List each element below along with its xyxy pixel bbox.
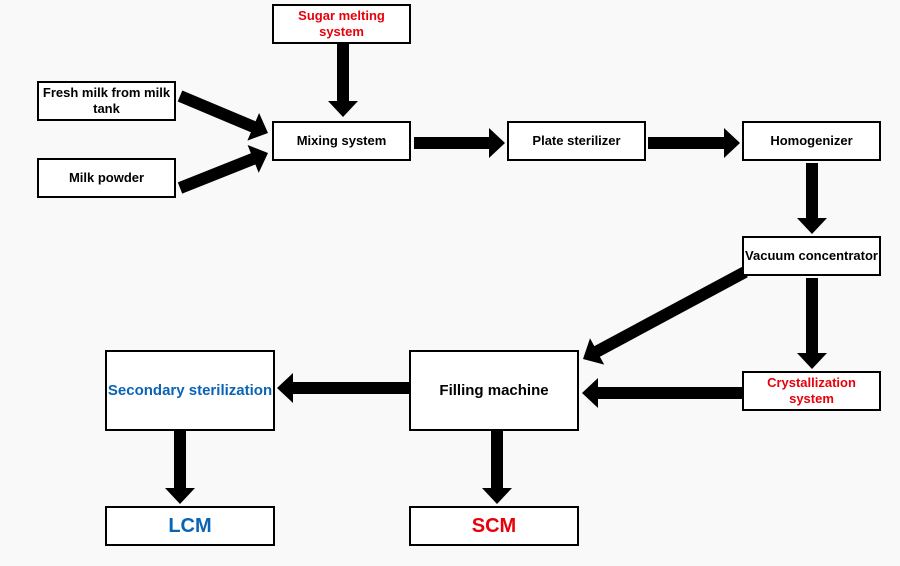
arrow-vacuum-to-filling — [583, 266, 748, 365]
node-lcm: LCM — [105, 506, 275, 546]
node-crystallization-system: Crystallization system — [742, 371, 881, 411]
node-homogenizer: Homogenizer — [742, 121, 881, 161]
arrow-plate-to-homogenizer — [648, 128, 740, 158]
node-filling-machine: Filling machine — [409, 350, 579, 431]
node-milk-powder: Milk powder — [37, 158, 176, 198]
arrow-filling-to-scm — [482, 431, 512, 504]
arrow-milk-powder-to-mixing — [177, 145, 268, 194]
arrow-fresh-milk-to-mixing — [177, 90, 268, 141]
arrow-filling-to-secondary — [277, 373, 409, 403]
arrow-homogenizer-to-vacuum — [797, 163, 827, 234]
node-vacuum-concentrator: Vacuum concentrator — [742, 236, 881, 276]
arrow-crystallization-to-filling — [582, 378, 742, 408]
node-mixing-system: Mixing system — [272, 121, 411, 161]
node-secondary-sterilization: Secondary sterilization — [105, 350, 275, 431]
arrow-secondary-to-lcm — [165, 431, 195, 504]
arrow-mixing-to-plate — [414, 128, 505, 158]
arrow-sugar-to-mixing — [328, 44, 358, 117]
node-sugar-melting: Sugar melting system — [272, 4, 411, 44]
arrow-vacuum-to-crystallization — [797, 278, 827, 369]
node-plate-sterilizer: Plate sterilizer — [507, 121, 646, 161]
node-scm: SCM — [409, 506, 579, 546]
node-fresh-milk: Fresh milk from milk tank — [37, 81, 176, 121]
